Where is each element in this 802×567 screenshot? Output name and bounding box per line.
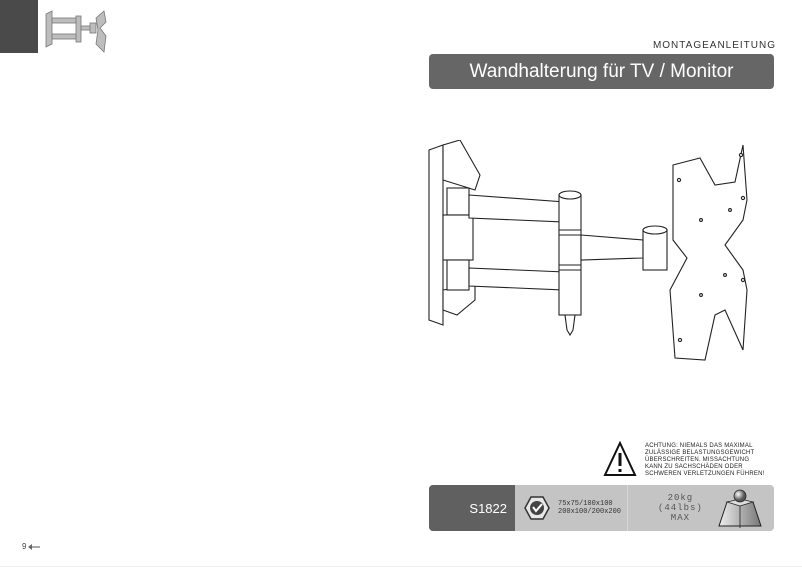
page-number: 9 (22, 542, 41, 551)
vesa-line: 200x100/200x200 (558, 508, 622, 516)
warning-triangle-icon (603, 441, 637, 476)
vesa-line: 75x75/100x100 (558, 500, 613, 508)
page-number-text: 9 (22, 542, 27, 551)
wall-mount-drawing (428, 140, 748, 361)
model-number: S1822 (429, 485, 515, 531)
spec-bar: S1822 75x75/100x100 200x100/200x200 20kg… (429, 485, 774, 531)
warning-line: ÜBERSCHREITEN. MISSACHTUNG (645, 457, 750, 463)
weight-icon (718, 489, 762, 528)
max-load-text: 20kg (44lbs) MAX (658, 493, 703, 523)
vesa-sizes: 75x75/100x100 200x100/200x200 (558, 500, 621, 516)
warning-line: SCHWEREN VERLETZUNGEN FÜHREN! (645, 471, 765, 477)
page-title: Wandhalterung für TV / Monitor (429, 54, 774, 89)
vesa-spec: 75x75/100x100 200x100/200x200 (515, 485, 628, 531)
section-label: MONTAGEANLEITUNG (652, 40, 776, 51)
warning-line: KANN ZU SACHSCHÄDEN ODER (645, 464, 743, 470)
load-line: (44lbs) (658, 503, 703, 513)
product-thumbnail-icon (45, 10, 107, 53)
page-arrow-icon (28, 543, 41, 550)
warning-line: ZULÄSSIGE BELASTUNGSGEWICHT (645, 450, 755, 456)
max-load-spec: 20kg (44lbs) MAX (628, 485, 774, 531)
load-line: MAX (670, 513, 690, 523)
corner-color-block (0, 0, 38, 53)
warning-line: ACHTUNG: NIEMALS DAS MAXIMAL (645, 443, 753, 449)
safety-warning: ACHTUNG: NIEMALS DAS MAXIMAL ZULÄSSIGE B… (603, 441, 783, 479)
load-line: 20kg (667, 493, 694, 503)
vesa-pattern-icon (524, 496, 550, 520)
warning-text: ACHTUNG: NIEMALS DAS MAXIMAL ZULÄSSIGE B… (645, 443, 764, 478)
